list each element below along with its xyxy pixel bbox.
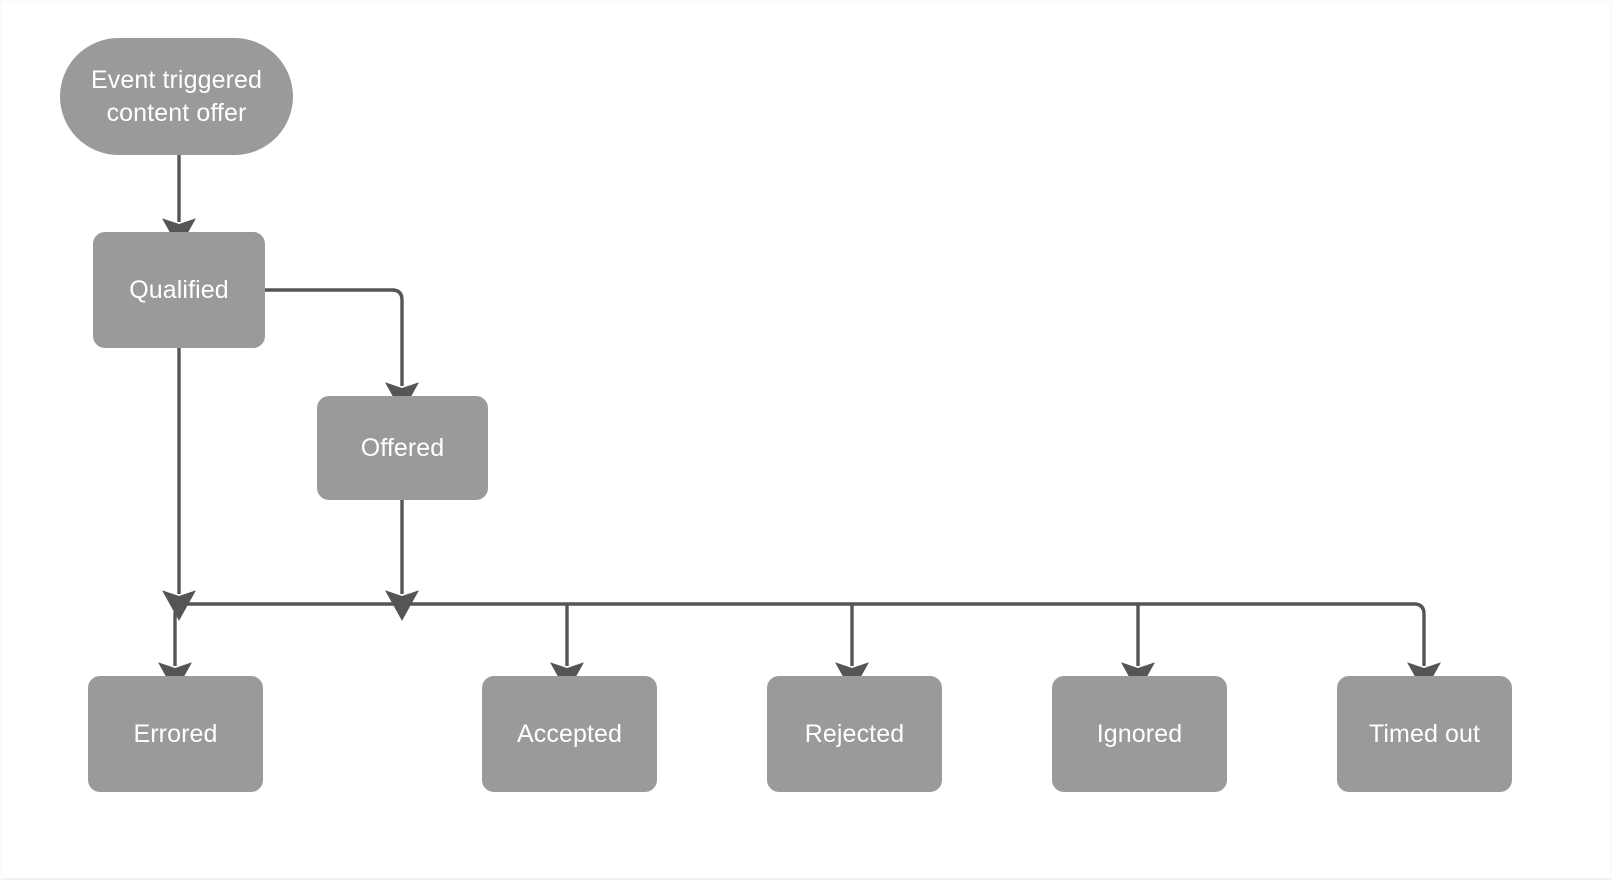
edge-bus-to-errored <box>158 602 192 693</box>
node-label: Qualified <box>129 275 229 304</box>
node-accepted[interactable]: Accepted <box>482 676 657 792</box>
node-label: Offered <box>360 433 445 462</box>
node-offered[interactable]: Offered <box>317 396 488 500</box>
node-ignored[interactable]: Ignored <box>1052 676 1227 792</box>
edge-qualified-to-offered <box>265 288 419 413</box>
node-label: Rejected <box>804 719 905 748</box>
node-label: Event triggered content offer <box>90 65 263 127</box>
node-errored[interactable]: Errored <box>88 676 263 792</box>
node-label: Errored <box>133 719 218 748</box>
node-label: Timed out <box>1368 719 1481 748</box>
node-qualified[interactable]: Qualified <box>93 232 265 348</box>
node-label: Ignored <box>1096 719 1183 748</box>
node-timed-out[interactable]: Timed out <box>1337 676 1512 792</box>
edge-bus-to-timed-out <box>1407 602 1441 693</box>
node-label: Accepted <box>516 719 623 748</box>
node-event-triggered-content-offer[interactable]: Event triggered content offer <box>60 38 293 155</box>
node-rejected[interactable]: Rejected <box>767 676 942 792</box>
